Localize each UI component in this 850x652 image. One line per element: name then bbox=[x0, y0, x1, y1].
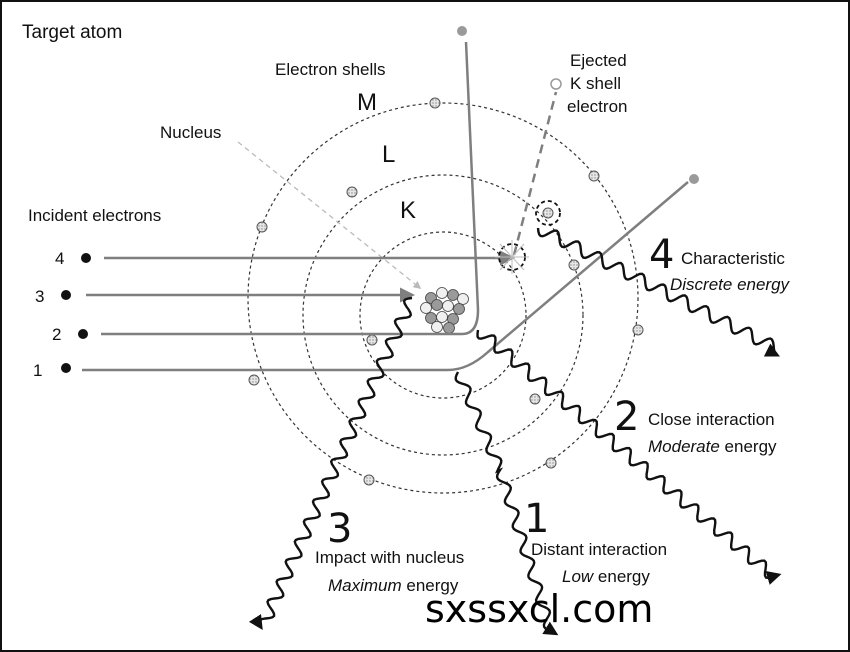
distant-title: Distant interaction bbox=[531, 540, 667, 559]
orbital-electron bbox=[632, 324, 644, 336]
close-number: 2 bbox=[614, 394, 639, 440]
track-2 bbox=[101, 41, 480, 336]
characteristic-energy: Discrete energy bbox=[670, 275, 791, 294]
characteristic-number: 4 bbox=[649, 232, 674, 278]
close-energy-word: Moderate bbox=[648, 437, 720, 456]
orbital-electron bbox=[346, 186, 358, 198]
incident-electrons: 4 3 2 1 bbox=[33, 249, 91, 380]
incident-number-3: 3 bbox=[35, 287, 44, 306]
watermark: sxssxcl.com bbox=[425, 587, 653, 631]
distant-energy: Low energy bbox=[562, 567, 650, 586]
incident-number-2: 2 bbox=[52, 325, 61, 344]
impact-energy-rest: energy bbox=[402, 576, 459, 595]
incident-electron-3 bbox=[61, 290, 71, 300]
close-title: Close interaction bbox=[648, 410, 775, 429]
electron-shells-label: Electron shells bbox=[275, 60, 386, 79]
impact-energy-word: Maximum bbox=[328, 576, 402, 595]
track-1-end bbox=[689, 174, 699, 184]
impact-energy: Maximum energy bbox=[328, 576, 459, 595]
orbital-electron bbox=[363, 474, 375, 486]
incident-electrons-label: Incident electrons bbox=[28, 206, 161, 225]
incident-number-4: 4 bbox=[55, 249, 64, 268]
photon-characteristic bbox=[536, 227, 780, 357]
ejected-label-line3: electron bbox=[567, 97, 627, 116]
shell-label-m: M bbox=[357, 89, 377, 116]
incident-electron-1 bbox=[61, 363, 71, 373]
distant-energy-rest: energy bbox=[593, 567, 650, 586]
photon-impact bbox=[248, 296, 413, 631]
track-1 bbox=[82, 181, 689, 372]
ejected-label-line2: K shell bbox=[570, 74, 621, 93]
collision-burst bbox=[495, 240, 529, 274]
orbital-electron bbox=[248, 374, 260, 386]
ejected-electron-track bbox=[512, 91, 558, 256]
electron-shells bbox=[247, 102, 639, 494]
shell-label-l: L bbox=[382, 141, 395, 168]
characteristic-title: Characteristic bbox=[681, 249, 785, 268]
incident-electron-4 bbox=[81, 253, 91, 263]
shell-label-k: K bbox=[400, 197, 416, 224]
orbital-electron bbox=[588, 170, 600, 182]
impact-title: Impact with nucleus bbox=[315, 548, 464, 567]
electron-tracks bbox=[82, 26, 699, 372]
nucleus-pointer bbox=[237, 141, 422, 289]
impact-number: 3 bbox=[327, 506, 352, 552]
orbital-electron bbox=[429, 97, 441, 109]
nucleus-label: Nucleus bbox=[160, 123, 221, 142]
shell-m bbox=[247, 102, 639, 494]
orbital-electron bbox=[529, 393, 541, 405]
incident-electron-2 bbox=[78, 329, 88, 339]
orbital-electron bbox=[545, 457, 557, 469]
shell-l bbox=[302, 174, 584, 456]
ejected-electron bbox=[550, 78, 562, 90]
nucleus bbox=[420, 287, 469, 334]
track-2-end bbox=[457, 26, 467, 36]
incident-number-1: 1 bbox=[33, 361, 42, 380]
close-energy-rest: energy bbox=[720, 437, 777, 456]
close-energy: Moderate energy bbox=[648, 437, 777, 456]
photon-close bbox=[476, 329, 782, 585]
photon-distant bbox=[454, 371, 559, 636]
orbital-electrons bbox=[248, 97, 644, 486]
orbital-electron bbox=[542, 207, 554, 219]
shell-k bbox=[359, 231, 527, 399]
diagram-title: Target atom bbox=[22, 22, 122, 43]
l-shell-electron-marker bbox=[535, 200, 561, 226]
orbital-electron bbox=[366, 334, 378, 346]
orbital-electron bbox=[568, 259, 580, 271]
distant-number: 1 bbox=[524, 496, 549, 542]
ejected-label-line1: Ejected bbox=[570, 51, 627, 70]
distant-energy-word: Low bbox=[562, 567, 595, 586]
orbital-electron bbox=[256, 221, 268, 233]
photons bbox=[248, 227, 782, 636]
